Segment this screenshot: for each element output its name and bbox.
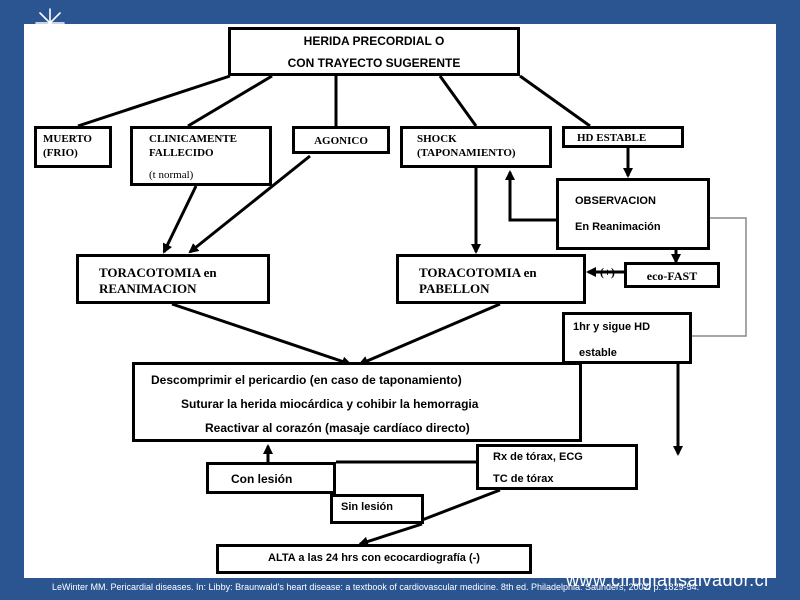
box-sin-lesion: Sin lesión [330, 494, 424, 524]
rx-line-1: Rx de tórax, ECG [493, 451, 583, 463]
edge-rx-sinlesion [421, 488, 501, 522]
box-shock: SHOCK (TAPONAMIENTO) [400, 126, 552, 168]
box-descomprimir: Descomprimir el pericardio (en caso de t… [132, 362, 582, 442]
box-eco-fast: eco-FAST [624, 262, 720, 288]
hd-estable-line-1: HD ESTABLE [577, 132, 647, 144]
box-con-lesion: Con lesión [206, 462, 336, 494]
hr-estable-line-2: estable [579, 347, 617, 359]
citation-text: LeWinter MM. Pericardial diseases. In: L… [52, 582, 700, 592]
descomprimir-line-1: Descomprimir el pericardio (en caso de t… [151, 373, 462, 387]
muerto-line-2: (FRIO) [43, 147, 78, 159]
toracotomia-reanimacion-line-2: REANIMACION [99, 281, 197, 296]
edge-root-clinicamente [187, 74, 273, 128]
hr-estable-line-1: 1hr y sigue HD [573, 321, 651, 333]
observacion-line-2: En Reanimación [575, 221, 661, 233]
edge-pabellon-descomprimir [358, 302, 501, 366]
clinicamente-line-3: (t normal) [149, 169, 194, 181]
edge-reanimacion-descomprimir [171, 302, 352, 367]
sin-lesion-line-1: Sin lesión [341, 501, 393, 513]
edge-observacion-shock [505, 170, 556, 222]
root-line-1: HERIDA PRECORDIAL O [303, 34, 445, 48]
box-alta: ALTA a las 24 hrs con ecocardiografía (-… [216, 544, 532, 574]
clinicamente-line-1: CLINICAMENTE [149, 133, 238, 145]
shock-line-2: (TAPONAMIENTO) [417, 147, 516, 159]
alta-line-1: ALTA a las 24 hrs con ecocardiografía (-… [268, 552, 480, 564]
edge-root-shock [438, 75, 478, 127]
con-lesion-line-1: Con lesión [231, 472, 293, 486]
box-muerto: MUERTO (FRIO) [34, 126, 112, 168]
edge-root-muerto [77, 74, 231, 128]
box-agonico: AGONICO [292, 126, 390, 154]
muerto-line-1: MUERTO [43, 133, 92, 145]
box-1hr-estable: 1hr y sigue HD estable [562, 312, 692, 364]
edge-agonico-toracotomia [188, 154, 311, 254]
toracotomia-pabellon-line-1: TORACOTOMIA en [419, 265, 537, 280]
rx-line-2: TC de tórax [493, 473, 554, 485]
toracotomia-pabellon-line-2: PABELLON [419, 281, 490, 296]
box-toracotomia-reanimacion: TORACOTOMIA en REANIMACION [76, 254, 270, 304]
box-root: HERIDA PRECORDIAL O CON TRAYECTO SUGEREN… [228, 27, 520, 76]
observacion-line-1: OBSERVACION [575, 195, 656, 207]
positive-label: (+) [600, 265, 615, 279]
box-toracotomia-pabellon: TORACOTOMIA en PABELLON [396, 254, 586, 304]
edge-clinicamente-toracotomia [162, 185, 198, 254]
box-observacion: OBSERVACION En Reanimación [556, 178, 710, 250]
toracotomia-reanimacion-line-1: TORACOTOMIA en [99, 265, 217, 280]
shock-line-1: SHOCK [417, 133, 457, 145]
box-hd-estable: HD ESTABLE [562, 126, 684, 148]
edge-observacion-hr [692, 217, 747, 337]
agonico-line-1: AGONICO [314, 135, 368, 147]
edge-sinlesion-alta [358, 522, 423, 547]
descomprimir-line-3: Reactivar al corazón (masaje cardíaco di… [205, 421, 470, 435]
eco-fast-line-1: eco-FAST [646, 269, 698, 283]
edge-root-hd [519, 74, 591, 128]
clinicamente-line-2: FALLECIDO [149, 147, 214, 159]
box-rx: Rx de tórax, ECG TC de tórax [476, 444, 638, 490]
root-line-2: CON TRAYECTO SUGERENTE [287, 56, 461, 70]
brand-watermark: www.cirugiahsalvador.cl [566, 570, 769, 590]
descomprimir-line-2: Suturar la herida miocárdica y cohibir l… [181, 397, 479, 411]
box-clinicamente: CLINICAMENTE FALLECIDO (t normal) [130, 126, 272, 186]
